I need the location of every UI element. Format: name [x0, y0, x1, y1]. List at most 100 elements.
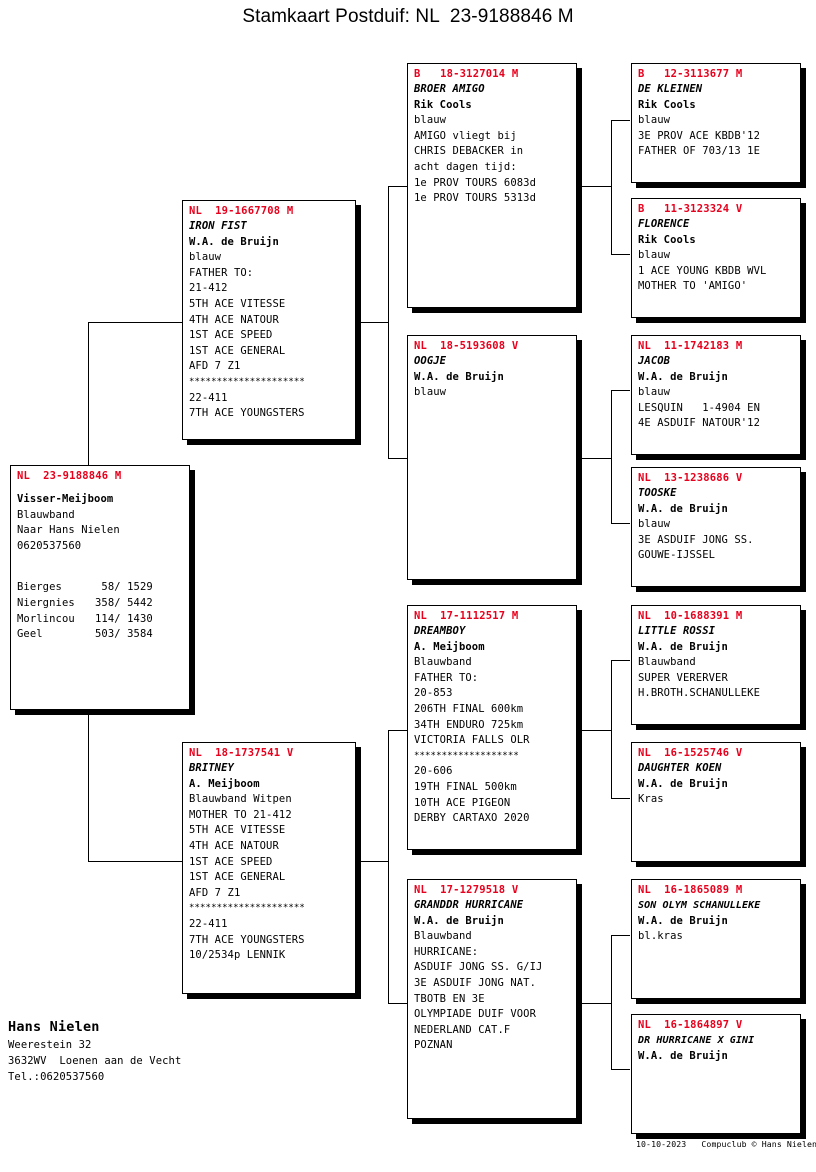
- pigeon-detail: 1e PROV TOURS 5313d: [414, 192, 537, 205]
- pigeon-name: SON OLYM SCHANULLEKE: [638, 900, 761, 911]
- pigeon-owner: W.A. de Bruijn: [638, 370, 728, 383]
- connector: [388, 1003, 407, 1004]
- race-place: Morlincou: [17, 612, 75, 625]
- pigeon-detail: 4TH ACE NATOUR: [189, 839, 279, 852]
- subject-detail-0: Blauwband: [17, 508, 75, 521]
- connector: [88, 581, 89, 861]
- pigeon-detail: blauw: [638, 114, 671, 127]
- connector: [611, 935, 630, 936]
- pigeon-owner: W.A. de Bruijn: [638, 502, 728, 515]
- connector: [577, 1003, 611, 1004]
- pigeon-owner: W.A. de Bruijn: [638, 914, 728, 927]
- pigeon-name: BRITNEY: [189, 762, 234, 774]
- owner-phone: Tel.:0620537560: [8, 1071, 105, 1083]
- pigeon-detail: AFD 7 Z1: [189, 360, 241, 373]
- ring-number: NL 13-1238686 V: [638, 472, 743, 484]
- connector: [611, 458, 612, 523]
- pigeon-detail: blauw: [414, 114, 447, 127]
- pigeon-owner: W.A. de Bruijn: [638, 1049, 728, 1062]
- pigeon-name: TOOSKE: [638, 487, 677, 499]
- pigeon-detail: 3E ASDUIF JONG SS.: [638, 533, 754, 546]
- pigeon-detail: VICTORIA FALLS OLR: [414, 734, 530, 747]
- pigeon-box-dam-dam[interactable]: NL 17-1279518 V GRANDDR HURRICANE W.A. d…: [407, 879, 577, 1119]
- pigeon-box-dd-sire[interactable]: NL 16-1865089 M SON OLYM SCHANULLEKE W.A…: [631, 879, 801, 999]
- connector: [88, 322, 89, 582]
- pigeon-detail: OLYMPIADE DUIF VOOR: [414, 1008, 537, 1021]
- pigeon-detail: 7TH ACE YOUNGSTERS: [189, 933, 305, 946]
- pigeon-box-sd-sire[interactable]: NL 11-1742183 M JACOB W.A. de Bruijn bla…: [631, 335, 801, 455]
- pigeon-detail: 1e PROV TOURS 6083d: [414, 176, 537, 189]
- owner-address-city: 3632WV Loenen aan de Vecht: [8, 1055, 182, 1067]
- ring-number: B 18-3127014 M: [414, 68, 519, 80]
- pigeon-box-dam[interactable]: NL 18-1737541 V BRITNEY A. Meijboom Blau…: [182, 742, 356, 994]
- connector: [88, 322, 182, 323]
- footer-credit: 10-10-2023 Compuclub © Hans Nielen: [636, 1139, 816, 1149]
- pigeon-detail: SUPER VERERVER: [638, 671, 728, 684]
- ring-number: NL 17-1112517 M: [414, 610, 519, 622]
- pigeon-box-sd-dam[interactable]: NL 13-1238686 V TOOSKE W.A. de Bruijn bl…: [631, 467, 801, 587]
- pigeon-detail: FATHER OF 703/13 1E: [638, 145, 761, 158]
- pigeon-box-dam-sire[interactable]: NL 17-1112517 M DREAMBOY A. Meijboom Bla…: [407, 605, 577, 850]
- pigeon-detail: acht dagen tijd:: [414, 160, 517, 173]
- pigeon-owner: Rik Cools: [414, 98, 472, 111]
- pigeon-box-sire-sire[interactable]: B 18-3127014 M BROER AMIGO Rik Cools bla…: [407, 63, 577, 308]
- connector: [388, 730, 389, 862]
- connector: [611, 390, 630, 391]
- pigeon-detail: 20-606: [414, 765, 453, 778]
- subject-pigeon-box[interactable]: NL 23-9188846 M Visser-Meijboom Blauwban…: [10, 465, 190, 710]
- race-result: 58/ 1529: [95, 581, 153, 594]
- pigeon-detail: Blauwband: [414, 656, 472, 669]
- pigeon-detail: Blauwband Witpen: [189, 793, 292, 806]
- pigeon-detail: 20-853: [414, 687, 453, 700]
- pigeon-detail: 1ST ACE SPEED: [189, 329, 273, 342]
- pigeon-detail: 22-411: [189, 917, 228, 930]
- ring-number: NL 18-5193608 V: [414, 340, 519, 352]
- pigeon-owner: A. Meijboom: [189, 777, 260, 790]
- pigeon-detail: bl.kras: [638, 930, 683, 943]
- connector: [611, 660, 612, 731]
- connector: [577, 458, 611, 459]
- pigeon-name: DREAMBOY: [414, 625, 466, 637]
- connector: [611, 798, 630, 799]
- ring-number: B 12-3113677 M: [638, 68, 743, 80]
- owner-address-street: Weerestein 32: [8, 1039, 92, 1051]
- pigeon-detail: 1ST ACE GENERAL: [189, 344, 286, 357]
- pigeon-box-ds-dam[interactable]: NL 16-1525746 V DAUGHTER KOEN W.A. de Br…: [631, 742, 801, 862]
- connector: [388, 186, 389, 323]
- pigeon-detail: blauw: [638, 518, 671, 531]
- connector: [611, 390, 612, 459]
- pigeon-name: DAUGHTER KOEN: [638, 762, 722, 774]
- pigeon-detail: 7TH ACE YOUNGSTERS: [189, 407, 305, 420]
- pigeon-detail: 206TH FINAL 600km: [414, 702, 524, 715]
- pigeon-detail: 34TH ENDURO 725km: [414, 718, 524, 731]
- pigeon-box-sire-dam[interactable]: NL 18-5193608 V OOGJE W.A. de Bruijn bla…: [407, 335, 577, 580]
- pigeon-detail: CHRIS DEBACKER in: [414, 145, 524, 158]
- pigeon-name: FLORENCE: [638, 218, 690, 230]
- connector: [611, 1069, 630, 1070]
- pigeon-detail: DERBY CARTAXO 2020: [414, 812, 530, 825]
- pigeon-box-sire[interactable]: NL 19-1667708 M IRON FIST W.A. de Bruijn…: [182, 200, 356, 440]
- pigeon-owner: A. Meijboom: [414, 640, 485, 653]
- pigeon-box-dd-dam[interactable]: NL 16-1864897 V DR HURRICANE X GINI W.A.…: [631, 1014, 801, 1134]
- race-place: Geel: [17, 628, 43, 641]
- pigeon-box-ds-sire[interactable]: NL 10-1688391 M LITTLE ROSSI W.A. de Bru…: [631, 605, 801, 725]
- pigeon-box-ss-sire[interactable]: B 12-3113677 M DE KLEINEN Rik Cools blau…: [631, 63, 801, 183]
- subject-name: Visser-Meijboom: [17, 493, 114, 505]
- pigeon-detail: MOTHER TO 21-412: [189, 808, 292, 821]
- connector: [388, 861, 389, 1003]
- pigeon-detail: 1 ACE YOUNG KBDB WVL: [638, 264, 767, 277]
- connector: [352, 322, 388, 323]
- connector: [388, 730, 407, 731]
- ring-number: NL 19-1667708 M: [189, 205, 294, 217]
- pigeon-detail: NEDERLAND CAT.F: [414, 1023, 511, 1036]
- connector: [577, 730, 611, 731]
- pigeon-detail: ASDUIF JONG SS. G/IJ: [414, 961, 543, 974]
- pigeon-owner: W.A. de Bruijn: [638, 640, 728, 653]
- pigeon-detail: AMIGO vliegt bij: [414, 129, 517, 142]
- pigeon-detail: blauw: [414, 386, 447, 399]
- pigeon-name: IRON FIST: [189, 220, 247, 232]
- connector: [577, 186, 611, 187]
- pigeon-box-ss-dam[interactable]: B 11-3123324 V FLORENCE Rik Cools blauw …: [631, 198, 801, 318]
